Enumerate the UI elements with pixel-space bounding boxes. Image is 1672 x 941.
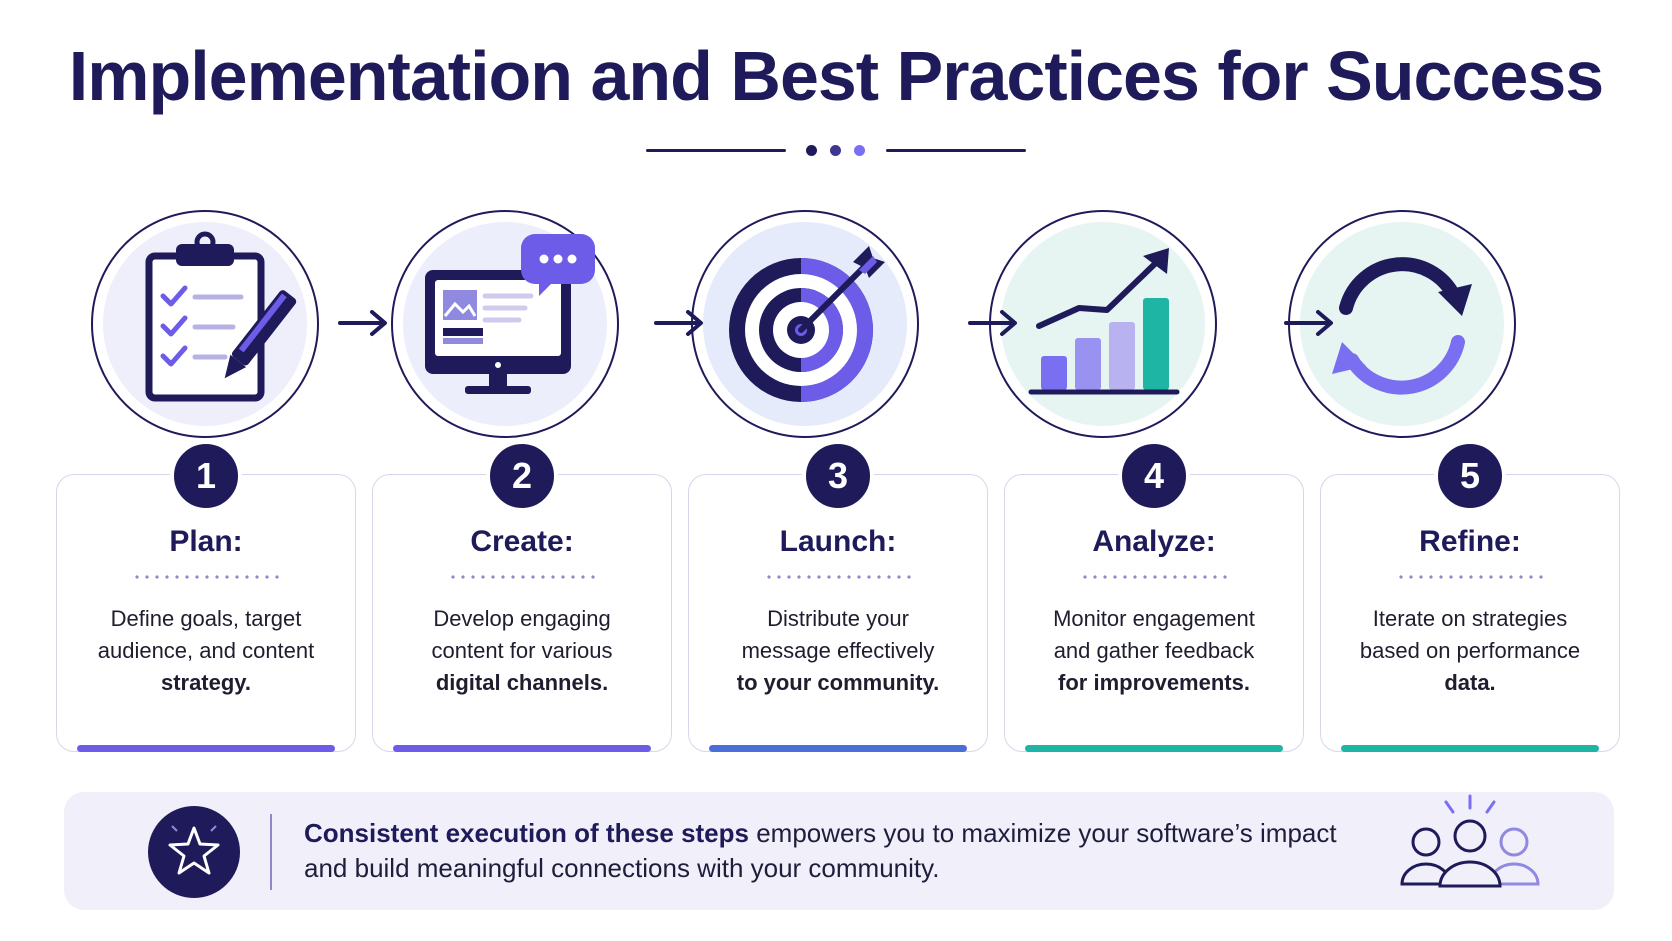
step-number-badge: 4 bbox=[1118, 440, 1190, 512]
monitor-chat-icon bbox=[425, 234, 595, 394]
desc-line: Define goals, target bbox=[110, 606, 302, 631]
desc-line: Develop engaging bbox=[433, 606, 611, 631]
desc-line: Monitor engagement bbox=[1053, 606, 1255, 631]
step-number-badge: 1 bbox=[170, 440, 242, 512]
divider-dot bbox=[830, 145, 841, 156]
step-description: Distribute your message effectively to y… bbox=[709, 603, 967, 699]
summary-banner: Consistent execution of these steps empo… bbox=[64, 792, 1614, 910]
step-1-card: Plan: Define goals, target audience, and… bbox=[56, 474, 356, 752]
arrow-right-icon bbox=[654, 310, 703, 336]
banner-divider bbox=[270, 814, 272, 890]
step-4-card: Analyze: Monitor engagement and gather f… bbox=[1004, 474, 1304, 752]
step-description: Iterate on strategies based on performan… bbox=[1341, 603, 1599, 699]
step-2-icon-circle bbox=[391, 210, 619, 438]
desc-line-bold: for improvements. bbox=[1058, 670, 1250, 695]
star-icon bbox=[168, 825, 220, 875]
step-title: Create: bbox=[470, 525, 574, 558]
card-accent-bar bbox=[709, 745, 967, 752]
step-4-icon-circle bbox=[989, 210, 1217, 438]
desc-line: audience, and content bbox=[97, 638, 315, 663]
desc-line-bold: to your community. bbox=[736, 670, 940, 695]
banner-text-line2: and build meaningful connections with yo… bbox=[304, 853, 940, 883]
step-1-icon-circle bbox=[91, 210, 319, 438]
page-title: Implementation and Best Practices for Su… bbox=[68, 37, 1604, 115]
step-3-card: Launch: Distribute your message effectiv… bbox=[688, 474, 988, 752]
step-number-badge: 2 bbox=[486, 440, 558, 512]
desc-line: content for various bbox=[431, 638, 613, 663]
banner-text-line1: empowers you to maximize your software’s… bbox=[748, 818, 1337, 848]
step-5-card: Refine: Iterate on strategies based on p… bbox=[1320, 474, 1620, 752]
dotted-separator bbox=[132, 575, 282, 579]
dotted-separator bbox=[1080, 575, 1230, 579]
desc-line-bold: digital channels. bbox=[435, 670, 609, 695]
step-description: Develop engaging content for various dig… bbox=[393, 603, 651, 699]
divider-line-right bbox=[886, 149, 1026, 152]
card-accent-bar bbox=[1025, 745, 1283, 752]
step-title: Refine: bbox=[1419, 525, 1521, 558]
card-accent-bar bbox=[1341, 745, 1599, 752]
step-number-badge: 5 bbox=[1434, 440, 1506, 512]
dotted-separator bbox=[1396, 575, 1546, 579]
card-accent-bar bbox=[77, 745, 335, 752]
step-title: Launch: bbox=[779, 525, 897, 558]
step-description: Monitor engagement and gather feedback f… bbox=[1025, 603, 1283, 699]
title-divider bbox=[646, 138, 1026, 162]
step-title: Plan: bbox=[169, 525, 243, 558]
step-3-icon-circle bbox=[691, 210, 919, 438]
divider-dot bbox=[806, 145, 817, 156]
step-5-icon-circle bbox=[1288, 210, 1516, 438]
target-arrow-icon bbox=[729, 246, 885, 402]
desc-line: and gather feedback bbox=[1053, 638, 1255, 663]
arrow-right-icon bbox=[1284, 310, 1333, 336]
desc-line: based on performance bbox=[1359, 638, 1581, 663]
dotted-separator bbox=[764, 575, 914, 579]
step-number-badge: 3 bbox=[802, 440, 874, 512]
desc-line: Distribute your bbox=[767, 606, 909, 631]
community-people-icon bbox=[1400, 794, 1540, 888]
divider-dot bbox=[854, 145, 865, 156]
banner-text: Consistent execution of these steps empo… bbox=[304, 816, 1384, 886]
desc-line-bold: data. bbox=[1444, 670, 1496, 695]
divider-line-left bbox=[646, 149, 786, 152]
desc-line: message effectively bbox=[741, 638, 935, 663]
arrow-right-icon bbox=[968, 310, 1017, 336]
card-accent-bar bbox=[393, 745, 651, 752]
dotted-separator bbox=[448, 575, 598, 579]
star-badge bbox=[148, 806, 240, 898]
growth-chart-icon bbox=[1028, 248, 1180, 395]
step-description: Define goals, target audience, and conte… bbox=[77, 603, 335, 699]
desc-line: Iterate on strategies bbox=[1372, 606, 1568, 631]
step-2-card: Create: Develop engaging content for var… bbox=[372, 474, 672, 752]
desc-line-bold: strategy. bbox=[160, 670, 252, 695]
clipboard-checklist-icon bbox=[145, 231, 297, 402]
refresh-cycle-icon bbox=[1332, 257, 1472, 395]
step-title: Analyze: bbox=[1092, 525, 1216, 558]
banner-text-bold: Consistent execution of these steps bbox=[304, 818, 749, 848]
arrow-right-icon bbox=[338, 310, 387, 336]
